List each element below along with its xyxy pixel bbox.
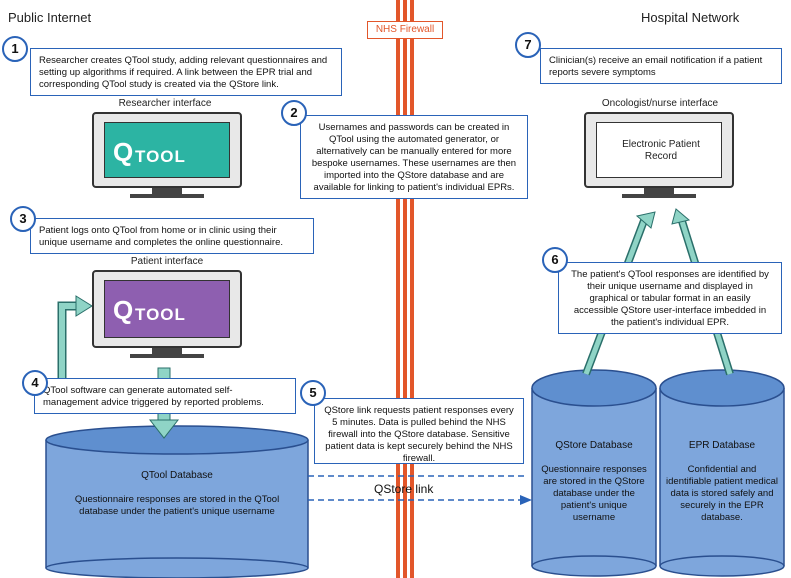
step-4-badge: 4 bbox=[22, 370, 48, 396]
oncologist-interface-label: Oncologist/nurse interface bbox=[601, 98, 719, 109]
researcher-monitor: Q TOOL bbox=[92, 112, 242, 188]
patient-monitor: Q TOOL bbox=[92, 270, 242, 348]
epr-database-cylinder bbox=[659, 369, 785, 577]
qtool-logo-text: TOOL bbox=[135, 305, 186, 324]
epr-screen: Electronic Patient Record bbox=[596, 122, 722, 178]
hospital-network-title: Hospital Network bbox=[641, 10, 740, 25]
patient-screen: Q TOOL bbox=[104, 280, 230, 338]
qtool-logo-text: TOOL bbox=[135, 147, 186, 166]
public-internet-title: Public Internet bbox=[8, 10, 92, 25]
step-7-box: Clinician(s) receive an email notificati… bbox=[540, 48, 782, 84]
step-6-box: The patient's QTool responses are identi… bbox=[558, 262, 782, 334]
epr-monitor-stand bbox=[644, 188, 674, 194]
step-1-text: Researcher creates QTool study, adding r… bbox=[39, 55, 328, 90]
patient-monitor-base bbox=[130, 354, 204, 358]
qtool-database-title: QTool Database bbox=[141, 470, 213, 481]
step-7-badge: 7 bbox=[515, 32, 541, 58]
epr-monitor-base bbox=[622, 194, 696, 198]
qstore-database-title: QStore Database bbox=[555, 440, 633, 451]
nhs-firewall-lines bbox=[396, 0, 414, 578]
epr-database-body: Confidential and identifiable patient me… bbox=[666, 464, 778, 523]
step-3-text: Patient logs onto QTool from home or in … bbox=[39, 225, 283, 248]
qstore-link-label: QStore link bbox=[374, 482, 434, 496]
nhs-firewall-label: NHS Firewall bbox=[367, 21, 443, 39]
step-3-badge: 3 bbox=[10, 206, 36, 232]
qtool-logo-q: Q bbox=[113, 137, 135, 167]
step-3-box: Patient logs onto QTool from home or in … bbox=[30, 218, 314, 254]
step-2-box: Usernames and passwords can be created i… bbox=[300, 115, 528, 199]
epr-monitor: Electronic Patient Record bbox=[584, 112, 734, 188]
step-6-text: The patient's QTool responses are identi… bbox=[571, 269, 769, 328]
step-5-badge: 5 bbox=[300, 380, 326, 406]
step-2-text: Usernames and passwords can be created i… bbox=[311, 122, 517, 193]
qstore-database-cylinder bbox=[531, 369, 657, 577]
step-4-text: QTool software can generate automated se… bbox=[43, 385, 264, 408]
qtool-database-body: Questionnaire responses are stored in th… bbox=[74, 494, 280, 517]
qstore-link-arrows bbox=[308, 475, 532, 505]
qtool-logo-q: Q bbox=[113, 295, 135, 325]
qstore-database-body: Questionnaire responses are stored in th… bbox=[541, 464, 647, 523]
patient-interface-label: Patient interface bbox=[130, 256, 204, 267]
step-6-badge: 6 bbox=[542, 247, 568, 273]
epr-database-title: EPR Database bbox=[688, 440, 756, 451]
researcher-monitor-base bbox=[130, 194, 204, 198]
arrow-advice-to-patient bbox=[57, 295, 93, 378]
step-2-badge: 2 bbox=[281, 100, 307, 126]
step-7-text: Clinician(s) receive an email notificati… bbox=[549, 55, 763, 78]
step-5-box: QStore link requests patient responses e… bbox=[314, 398, 524, 464]
researcher-screen: Q TOOL bbox=[104, 122, 230, 178]
epr-screen-text: Electronic Patient Record bbox=[622, 139, 700, 162]
step-1-badge: 1 bbox=[2, 36, 28, 62]
researcher-interface-label: Researcher interface bbox=[118, 98, 212, 109]
qtool-database-cylinder bbox=[45, 425, 309, 578]
patient-monitor-stand bbox=[152, 348, 182, 354]
step-5-text: QStore link requests patient responses e… bbox=[324, 405, 514, 464]
researcher-monitor-stand bbox=[152, 188, 182, 194]
step-1-box: Researcher creates QTool study, adding r… bbox=[30, 48, 342, 96]
step-4-box: QTool software can generate automated se… bbox=[34, 378, 296, 414]
